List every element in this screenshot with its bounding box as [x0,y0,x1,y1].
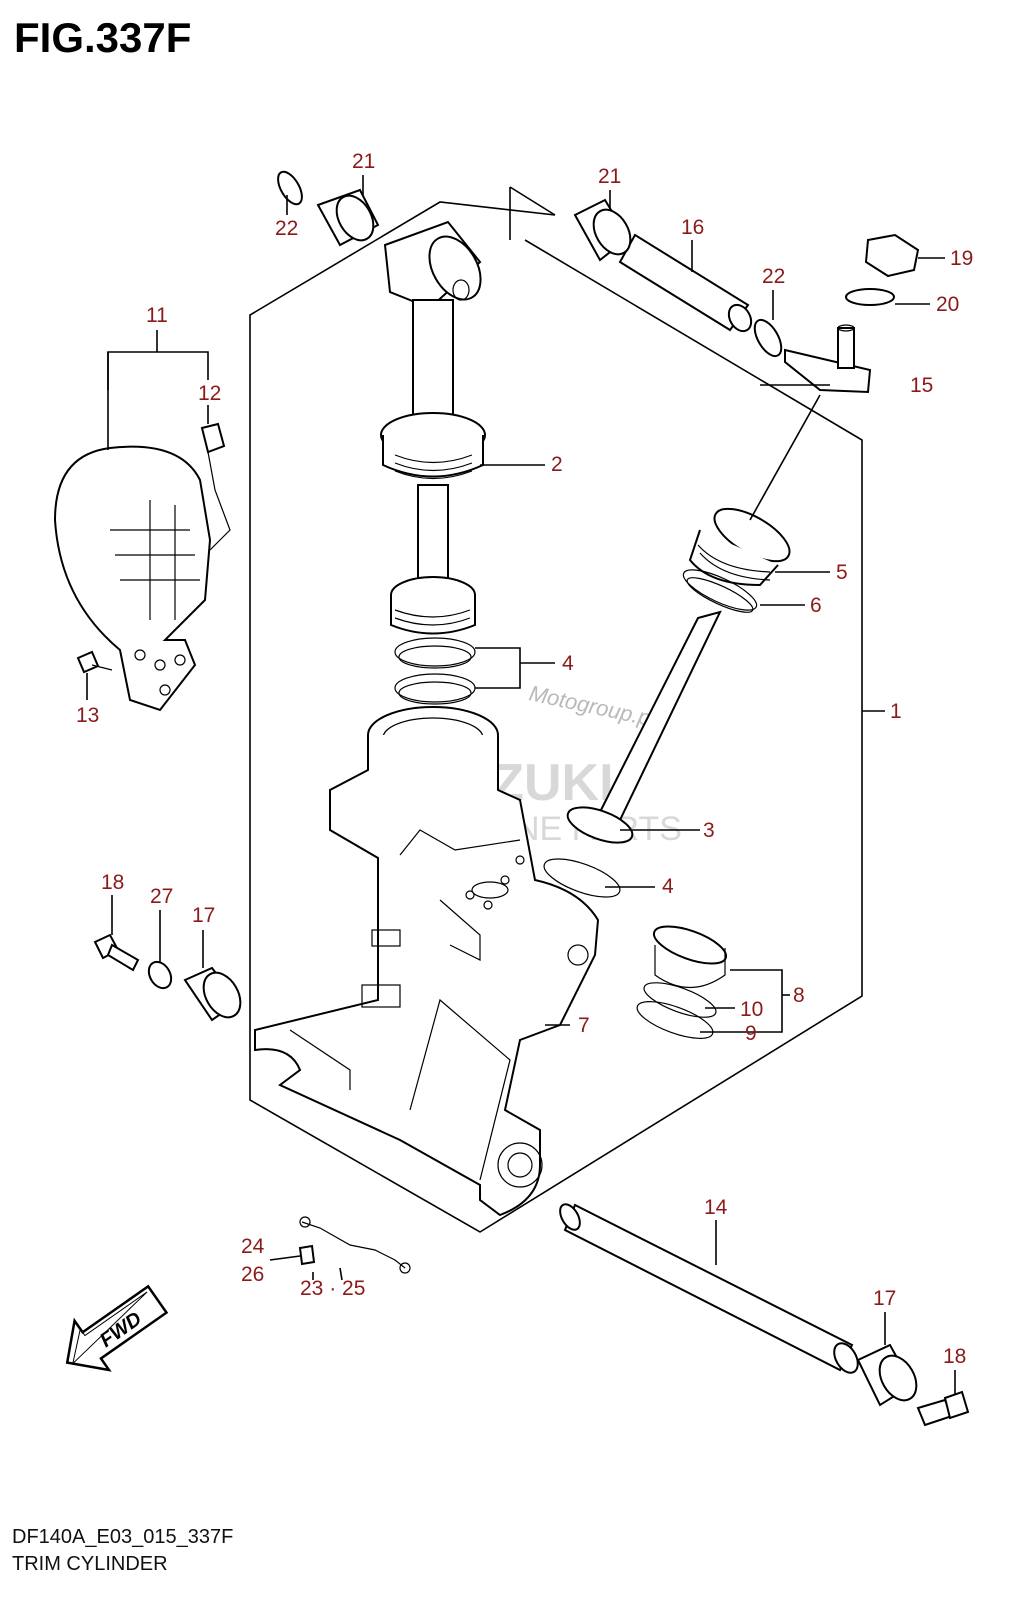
callout-2: 2 [551,453,563,476]
callout-20: 20 [936,293,959,316]
lower-left-fasteners [93,933,242,1022]
callout-17-left: 17 [192,904,215,927]
assembly-outline [249,201,863,1233]
callout-22-right: 22 [762,265,785,288]
callout-21-left: 21 [352,150,375,173]
watermark-motogroup: Motogroup.pl [527,680,659,731]
circlip-upper-left [277,170,303,206]
cylinder-cover [53,422,231,712]
circlip-upper-right [753,318,783,358]
callout-23-25: 23 · 25 [300,1277,365,1300]
callout-14: 14 [704,1196,728,1219]
figure-code: DF140A_E03_015_337F [12,1526,234,1548]
callout-16: 16 [681,216,704,239]
o-ring-upper [394,637,476,667]
assembly-outline-break [509,186,556,216]
piston-rod [380,220,486,635]
callout-17-right: 17 [873,1287,896,1310]
callout-4-lower: 4 [662,875,674,898]
check-valve [636,925,728,1039]
washer [845,288,895,306]
callout-15: 15 [910,374,933,397]
callout-21-right: 21 [598,165,621,188]
leader-lines [86,175,956,1395]
callout-6: 6 [810,594,822,617]
callout-22-left: 22 [275,217,298,240]
callout-11: 11 [146,304,168,327]
callout-18-left: 18 [101,871,124,894]
bushing-upper-left [316,188,380,247]
callout-13: 13 [76,704,99,727]
hydraulic-fitting [784,324,872,394]
callout-18-right: 18 [943,1345,966,1368]
callout-26: 26 [241,1263,264,1286]
fwd-arrow-icon: FWD [65,1284,169,1372]
cylinder-body [254,706,600,1217]
bushing-upper-right [573,198,632,262]
callout-3: 3 [703,819,715,842]
callout-24: 24 [241,1235,265,1258]
figure-title: FIG.337F [14,14,192,61]
callout-8: 8 [793,984,805,1007]
callout-9: 9 [745,1022,757,1045]
ground-wire [298,1216,411,1274]
pin-upper [618,233,753,333]
callout-19: 19 [950,247,973,270]
callout-27: 27 [150,885,173,908]
figure-name: TRIM CYLINDER [12,1553,168,1575]
callout-12: 12 [198,382,221,405]
callout-4-upper: 4 [562,652,574,675]
callout-1: 1 [890,700,902,723]
o-ring-lower [394,673,476,703]
callout-5: 5 [836,561,848,584]
callout-10: 10 [740,998,763,1021]
callout-7: 7 [578,1014,590,1037]
hex-nut [864,233,920,278]
manual-valve [543,507,791,898]
pin-lower [559,1203,970,1427]
